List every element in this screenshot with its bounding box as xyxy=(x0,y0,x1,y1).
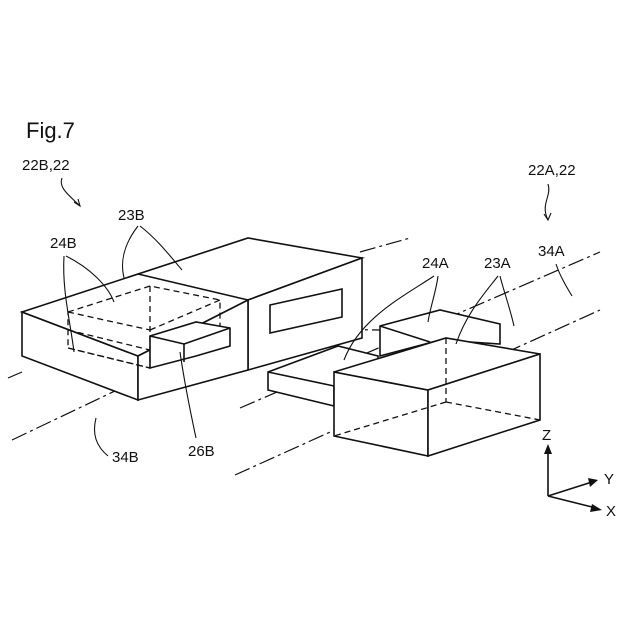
leader-22a-arrowhead xyxy=(544,213,551,220)
x-axis xyxy=(548,496,596,508)
leader-23b-left xyxy=(123,226,138,278)
axis-y-label: Y xyxy=(604,471,614,488)
leader-22b xyxy=(61,178,80,206)
axis-x-label: X xyxy=(606,503,616,520)
y-axis xyxy=(548,482,592,496)
z-arrowhead xyxy=(544,444,552,454)
leader-23a-right xyxy=(500,276,514,326)
label-23a: 23A xyxy=(484,255,511,272)
label-34a: 34A xyxy=(538,243,565,260)
label-22b: 22B,22 xyxy=(22,157,70,174)
leader-34b xyxy=(95,418,109,456)
axis-z-label: Z xyxy=(542,427,551,444)
figure-title: Fig.7 xyxy=(26,118,75,143)
label-22a: 22A,22 xyxy=(528,162,576,179)
coordinate-axes: Z Y X xyxy=(542,427,616,520)
x-arrowhead xyxy=(590,504,602,512)
leader-22a xyxy=(545,184,549,220)
leader-34a xyxy=(556,264,572,296)
label-26b: 26B xyxy=(188,443,215,460)
label-34b: 34B xyxy=(112,449,139,466)
y-arrowhead xyxy=(588,478,598,487)
label-24b: 24B xyxy=(50,235,77,252)
label-24a: 24A xyxy=(422,255,449,272)
label-23b: 23B xyxy=(118,207,145,224)
